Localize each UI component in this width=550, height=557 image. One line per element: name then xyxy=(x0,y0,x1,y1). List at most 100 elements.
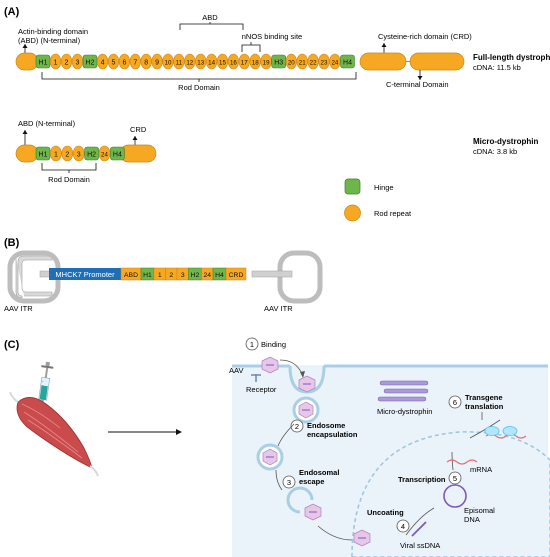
syringe-icon xyxy=(38,361,54,422)
muscle-icon xyxy=(9,391,99,477)
crd-label: Cysteine-rich domain (CRD) xyxy=(378,32,472,41)
legend-rod-label: Rod repeat xyxy=(374,209,412,218)
step-4-badge xyxy=(396,519,410,533)
step-2-number: 2 xyxy=(295,422,299,431)
abd-n-terminal-label-1: Actin-binding domain xyxy=(18,27,88,36)
cassette-unit-label: 1 xyxy=(158,272,162,279)
c-terminal-label: C-terminal Domain xyxy=(386,80,449,89)
micro-unit-label: 3 xyxy=(77,152,81,159)
injection-arrow-head xyxy=(176,429,182,435)
step-6-badge xyxy=(448,395,462,409)
micro-unit-label: 24 xyxy=(101,152,108,159)
micro-unit-label: H4 xyxy=(113,152,122,159)
rod-domain-label: Rod Domain xyxy=(178,83,220,92)
mrna-label: mRNA xyxy=(470,465,492,474)
full-unit-label: H3 xyxy=(274,60,283,67)
micro-rod-repeat-2 xyxy=(61,145,74,162)
full-unit-label: 3 xyxy=(75,60,79,67)
itr-left-hairpin xyxy=(15,255,53,299)
step-3-number: 3 xyxy=(287,478,291,487)
c-terminal-arrow-head xyxy=(417,76,423,80)
micro-dystrophin-label: Micro-dystrophin xyxy=(377,407,432,416)
to-nucleus-arrow xyxy=(317,525,353,541)
full-unit-label: 10 xyxy=(165,60,172,67)
itr-right-label: AAV ITR xyxy=(264,304,293,313)
ribosome-icon xyxy=(484,426,500,436)
full-unit-label: 14 xyxy=(208,60,215,67)
panel-a-label: (A) xyxy=(4,6,20,18)
micro-rod-repeat-3 xyxy=(72,145,85,162)
micro-title: Micro-dystrophin xyxy=(473,137,538,146)
full-unit-label: 11 xyxy=(176,60,183,67)
mhck7-promoter-box xyxy=(49,268,121,280)
step-1-badge xyxy=(245,337,259,351)
cassette-unit-label: 2 xyxy=(169,272,173,279)
step-5-badge xyxy=(448,471,462,485)
micro-rod-label: Rod Domain xyxy=(48,175,90,184)
nnos-bracket xyxy=(241,44,261,52)
legend-rod-swatch xyxy=(344,204,361,222)
abd-domain xyxy=(15,52,39,71)
mhck7-promoter-label: MHCK7 Promoter xyxy=(55,270,115,279)
step-6-label-1: Transgene xyxy=(465,393,503,402)
escaped-endosome-icon xyxy=(286,486,314,514)
full-unit-label: 12 xyxy=(186,60,193,67)
step-2-arrow xyxy=(277,423,295,447)
cassette-crd xyxy=(225,267,247,281)
micro-crd-domain xyxy=(119,144,157,163)
full-unit-label: 1 xyxy=(54,60,58,67)
panel-c-label: (C) xyxy=(4,339,20,351)
micro-abd-label: ABD (N-terminal) xyxy=(18,119,76,128)
ribosome-2-icon xyxy=(502,426,518,436)
crd-domain xyxy=(359,52,407,71)
cassette-unit-label: H1 xyxy=(143,272,152,279)
episomal-label-1: Episomal xyxy=(464,506,495,515)
viral-ssdna-label: Viral ssDNA xyxy=(400,541,440,550)
legend-hinge-swatch xyxy=(344,178,361,195)
full-unit-label: 9 xyxy=(155,60,159,67)
abd-bracket-label: ABD xyxy=(202,13,218,22)
c-terminal-domain xyxy=(409,52,465,71)
full-length-cdna: cDNA: 11.5 kb xyxy=(473,63,521,72)
step-1-arrow xyxy=(279,359,303,375)
episomal-dna-icon xyxy=(443,484,467,508)
full-unit-label: H1 xyxy=(39,60,48,67)
step-3-badge xyxy=(282,475,296,489)
receptor-label: Receptor xyxy=(246,385,277,394)
step-2-label-2: encapsulation xyxy=(307,430,358,439)
crd-arrow-head xyxy=(381,43,387,47)
full-unit-label: 6 xyxy=(122,60,126,67)
step-4-label: Uncoating xyxy=(367,508,404,517)
step-1-label: Binding xyxy=(261,340,286,349)
step-3-label-1: Endosomal xyxy=(299,468,339,477)
nnos-label: nNOS binding site xyxy=(242,32,302,41)
micro-crd-label: CRD xyxy=(130,125,147,134)
episomal-label-2: DNA xyxy=(464,515,480,524)
full-unit-label: 24 xyxy=(331,60,338,67)
step-2-label-1: Endosome xyxy=(307,421,345,430)
full-length-title: Full-length dystrophin xyxy=(473,53,550,62)
micro-abd-arrow-head xyxy=(22,130,28,134)
micro-rod-repeat-1 xyxy=(50,145,62,162)
full-unit-label: 4 xyxy=(101,60,105,67)
step-4-arrow xyxy=(405,507,435,536)
micro-unit-label: 1 xyxy=(54,152,58,159)
full-unit-label: 20 xyxy=(288,60,295,67)
panel-b-label: (B) xyxy=(4,237,20,249)
cassette-unit-label: ABD xyxy=(124,272,138,279)
legend-hinge-label: Hinge xyxy=(374,183,394,192)
full-rod-repeat-20 xyxy=(285,53,297,70)
mrna-nuclear-icon xyxy=(446,459,478,465)
step-1-number: 1 xyxy=(250,340,254,349)
full-unit-label: 16 xyxy=(230,60,237,67)
full-unit-label: 13 xyxy=(197,60,204,67)
cassette-unit-label: H2 xyxy=(191,272,200,279)
abd-bracket xyxy=(179,23,244,30)
micro-rod-repeat-24 xyxy=(98,145,111,162)
aav-label: AAV xyxy=(229,366,243,375)
step-2-badge xyxy=(290,419,304,433)
cassette-unit-label: H4 xyxy=(215,272,224,279)
micro-hinge-h2 xyxy=(84,146,99,161)
micro-rod-bracket xyxy=(41,163,97,171)
